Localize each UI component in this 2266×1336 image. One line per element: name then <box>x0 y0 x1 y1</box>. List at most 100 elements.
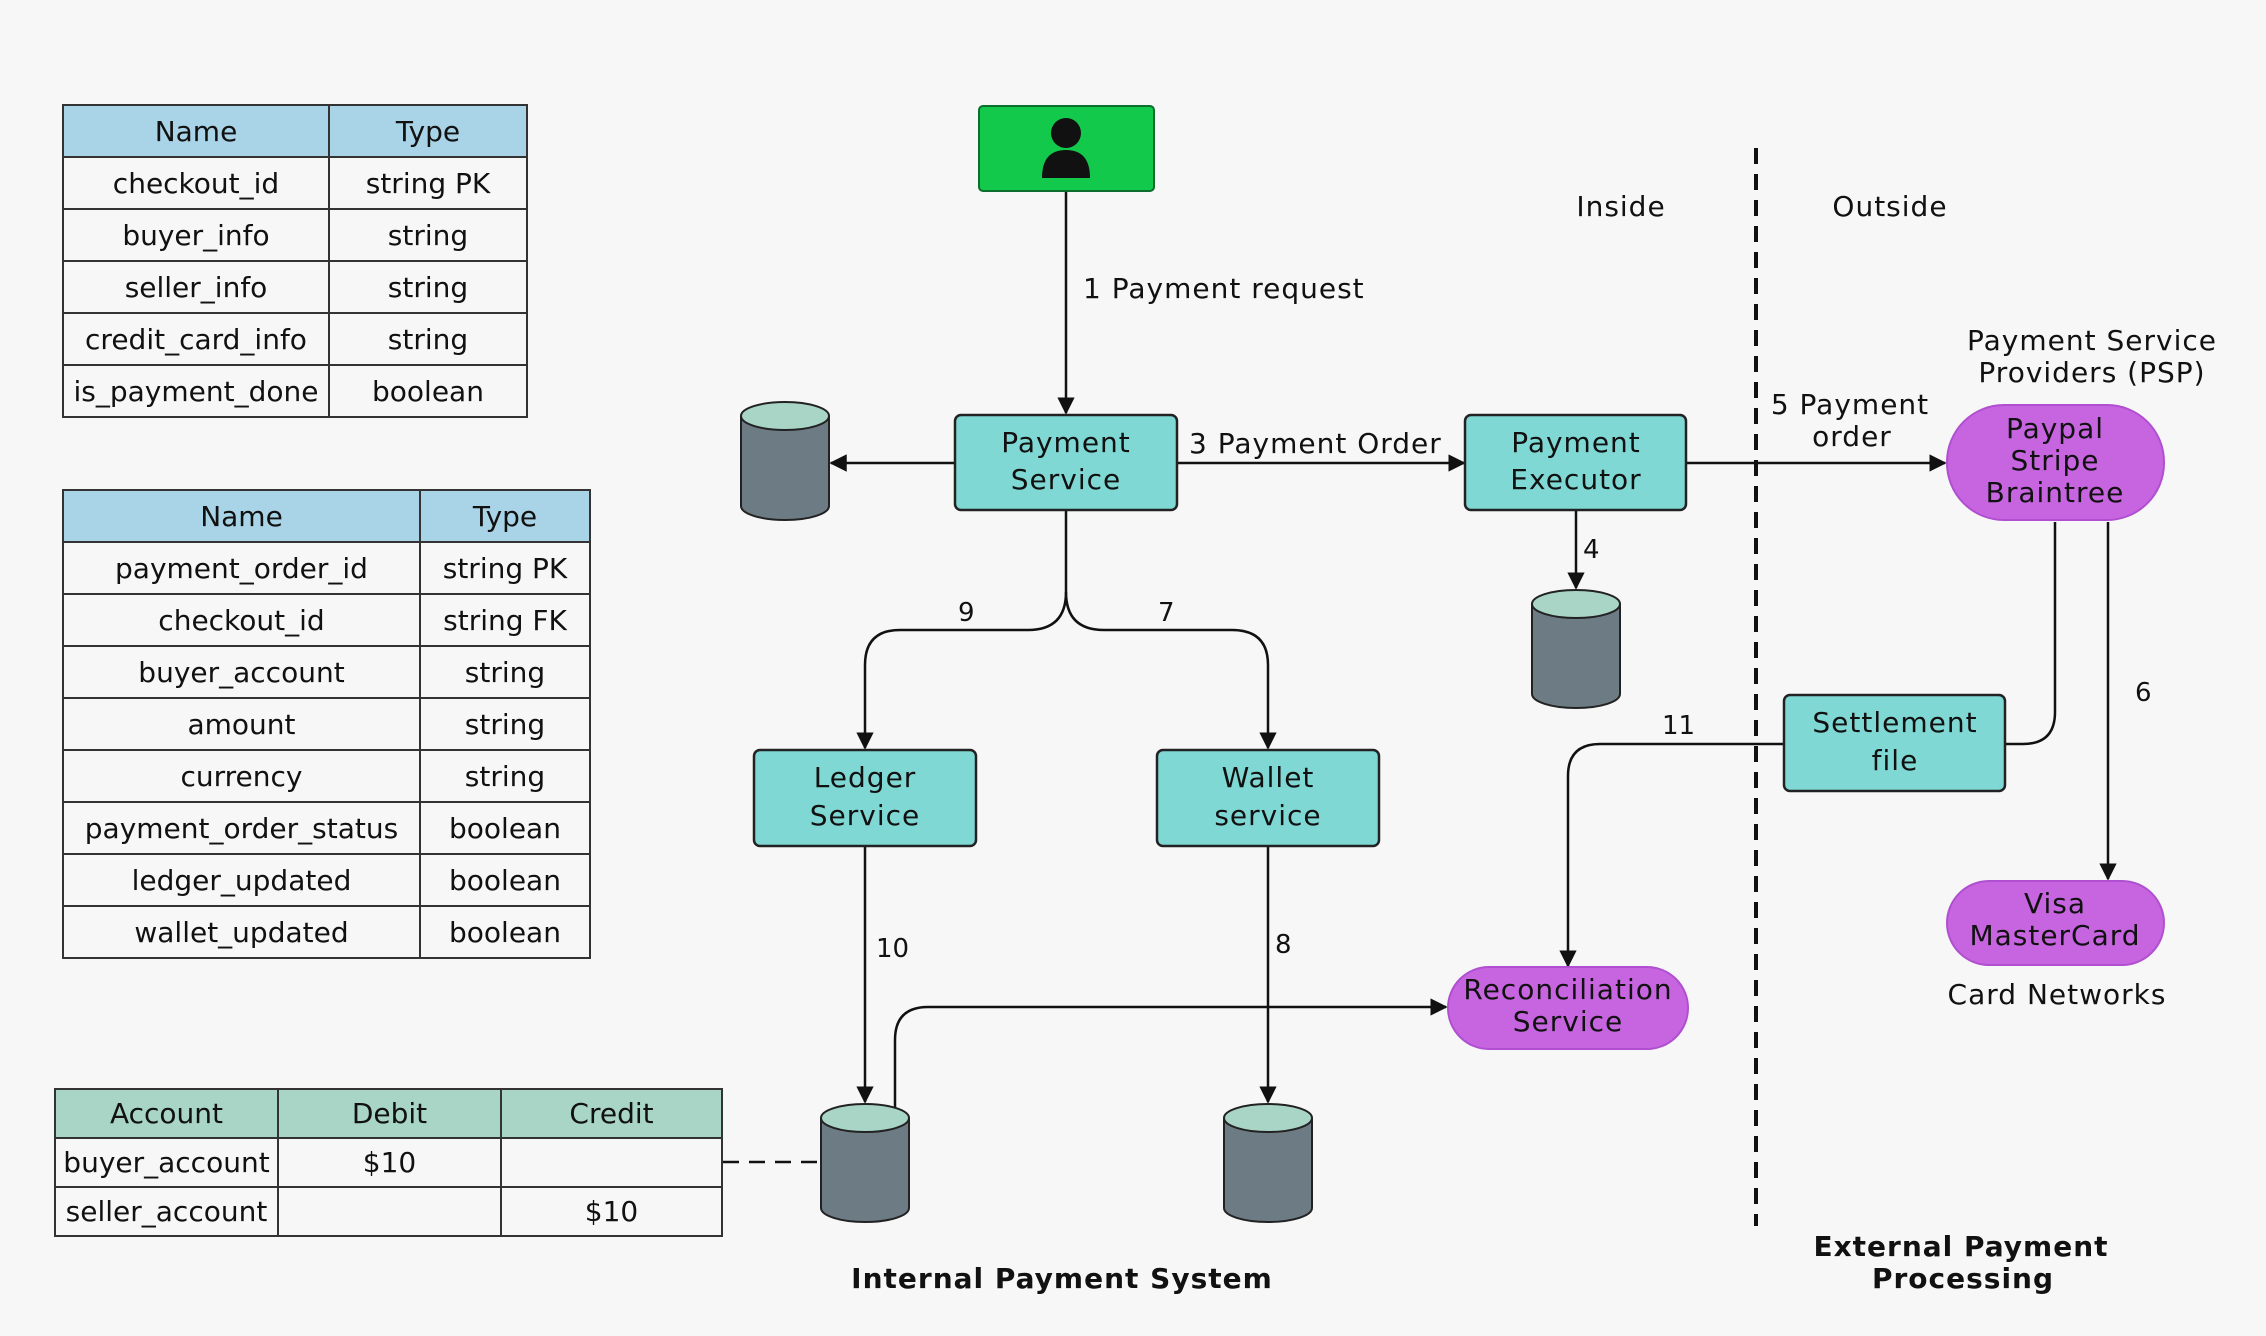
node-label: Service <box>1011 463 1121 496</box>
table-cell: $10 <box>500 1186 723 1237</box>
external-processing-caption: External Payment <box>1813 1230 2108 1263</box>
card-networks-node: Visa MasterCard <box>1946 880 2165 966</box>
psp-caption: Providers (PSP) <box>1978 356 2205 389</box>
edge-label-step-11: 11 <box>1662 711 1695 741</box>
table-cell <box>500 1137 723 1188</box>
column-header: Account <box>54 1088 279 1139</box>
node-label: file <box>1872 744 1919 777</box>
edge-label-to-psp: 5 Payment <box>1771 388 1929 421</box>
table-cell: string PK <box>328 156 528 210</box>
table-cell: seller_info <box>62 260 330 314</box>
card-networks-caption: Card Networks <box>1948 978 2167 1011</box>
connectors <box>723 192 2117 1164</box>
table-cell: amount <box>62 697 421 751</box>
node-label: Braintree <box>1986 476 2125 509</box>
node-label: Executor <box>1510 463 1641 496</box>
table-cell: payment_order_id <box>62 541 421 595</box>
node-label: Payment <box>1001 426 1131 459</box>
node-label: Service <box>810 799 920 832</box>
psp-caption: Payment Service <box>1967 324 2217 357</box>
node-label: Service <box>1513 1005 1623 1038</box>
external-processing-caption: Processing <box>1872 1262 2054 1295</box>
internal-system-caption: Internal Payment System <box>851 1262 1273 1295</box>
outside-label: Outside <box>1832 190 1947 223</box>
table-cell: string <box>419 645 591 699</box>
node-label: Reconciliation <box>1463 973 1672 1006</box>
column-header: Debit <box>277 1088 502 1139</box>
table-cell: boolean <box>419 905 591 959</box>
payment-service-node: Payment Service <box>953 413 1179 512</box>
table-cell: string <box>419 749 591 803</box>
table-cell: buyer_info <box>62 208 330 262</box>
column-header: Name <box>62 489 421 543</box>
edge-to-ledger <box>856 511 1068 750</box>
edge-settlement-to-reconciliation <box>1559 742 1783 968</box>
edge-label-step-7: 7 <box>1158 598 1175 628</box>
database-icon <box>1531 589 1621 709</box>
table-cell: currency <box>62 749 421 803</box>
edge-label-payment-request: 1 Payment request <box>1083 272 1365 305</box>
node-label: Stripe <box>2010 444 2099 477</box>
psp-node: Paypal Stripe Braintree <box>1946 404 2165 521</box>
table-cell: checkout_id <box>62 156 330 210</box>
edge-label-step-4: 4 <box>1583 535 1600 565</box>
edge-label-step-9: 9 <box>958 598 975 628</box>
column-header: Credit <box>500 1088 723 1139</box>
table-cell: string <box>419 697 591 751</box>
column-header: Type <box>419 489 591 543</box>
table-cell: ledger_updated <box>62 853 421 907</box>
node-label: Wallet <box>1222 761 1315 794</box>
table-cell: credit_card_info <box>62 312 330 366</box>
table-cell: string <box>328 208 528 262</box>
ledger-service-node: Ledger Service <box>752 748 978 848</box>
edge-to-wallet <box>1064 591 1277 750</box>
edge-label-payment-order: 3 Payment Order <box>1189 427 1442 460</box>
node-label: Payment <box>1511 426 1641 459</box>
settlement-file-node: Settlement file <box>1782 693 2007 793</box>
table-cell: string PK <box>419 541 591 595</box>
table-cell: string FK <box>419 593 591 647</box>
node-label: Paypal <box>2006 412 2104 445</box>
edge-ledger-db-to-reconciliation <box>893 998 1448 1108</box>
edge-label-step-6: 6 <box>2135 678 2152 708</box>
payment-executor-node: Payment Executor <box>1463 413 1688 512</box>
table-row: seller_account $10 <box>54 1186 723 1237</box>
edge-psp-to-settlement <box>2005 522 2057 746</box>
node-label: Ledger <box>814 761 917 794</box>
table-cell: boolean <box>419 801 591 855</box>
node-label: Settlement <box>1812 706 1977 739</box>
database-icon <box>740 401 830 521</box>
table-cell: seller_account <box>54 1186 279 1237</box>
node-label: MasterCard <box>1969 919 2140 952</box>
table-cell: string <box>328 260 528 314</box>
node-label: Visa <box>2024 887 2086 920</box>
edge-label-to-psp: order <box>1812 420 1892 453</box>
table-cell: payment_order_status <box>62 801 421 855</box>
inside-label: Inside <box>1576 190 1665 223</box>
user-icon <box>1042 118 1090 178</box>
table-cell: buyer_account <box>62 645 421 699</box>
table-row: buyer_account$10 <box>54 1137 723 1188</box>
table-cell: buyer_account <box>54 1137 279 1188</box>
table-cell: wallet_updated <box>62 905 421 959</box>
reconciliation-node: Reconciliation Service <box>1447 966 1689 1050</box>
